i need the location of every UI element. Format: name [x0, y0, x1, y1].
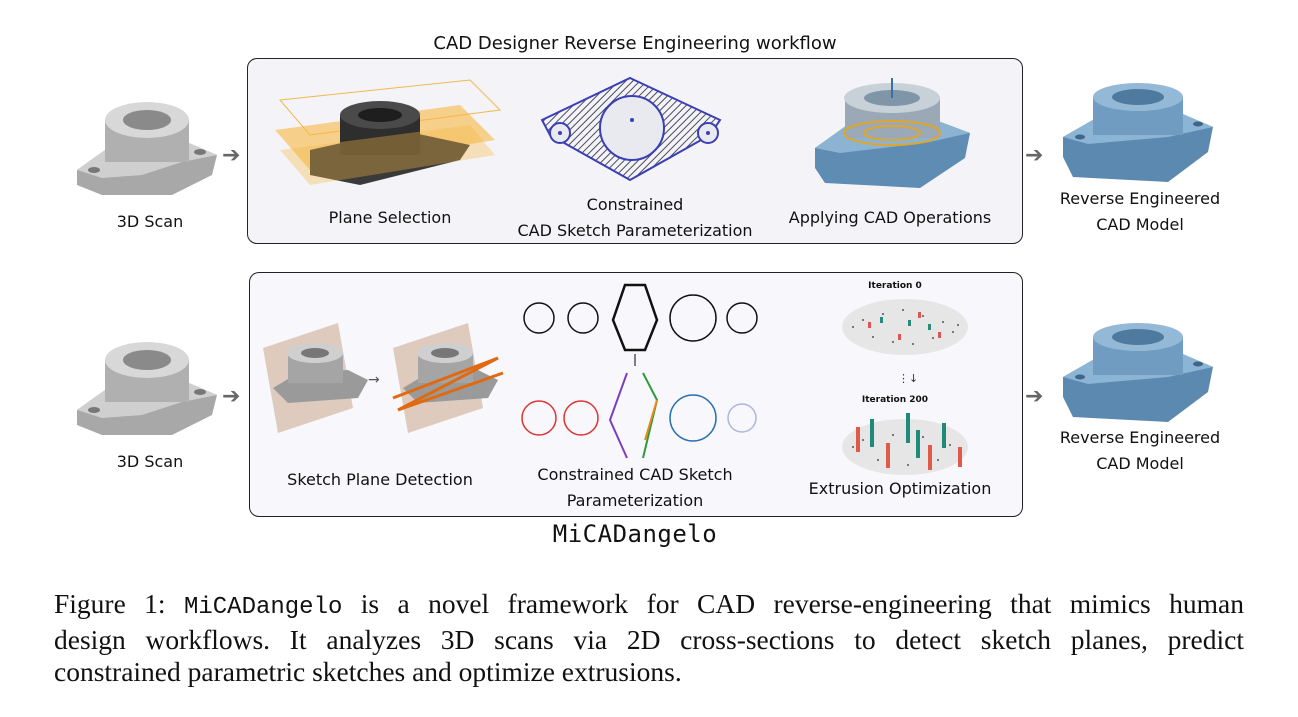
cad-model-bottom [1063, 323, 1213, 422]
figure-caption: Figure 1: MiCADangelo is a novel framewo… [54, 588, 1244, 688]
arrow-icon: ➔ [222, 384, 241, 409]
caption-line-1: Figure 1: MiCADangelo is a novel framewo… [54, 588, 1244, 621]
arrow-icon: ➔ [222, 143, 241, 168]
cad-model-top [1063, 83, 1213, 182]
step-sketch-plane-detection: Sketch Plane Detection [287, 470, 473, 489]
caption-line-2: design workflows. It analyzes 3D scans v… [54, 624, 1244, 655]
caption-method-name: MiCADangelo [183, 594, 343, 621]
method-name-label: MiCADangelo [552, 520, 718, 548]
step-parameterization: Parameterization [566, 491, 704, 510]
iteration-0-label: Iteration 0 [868, 281, 922, 291]
arrow-icon: ➔ [1025, 384, 1044, 409]
step-constrained-cad-sketch: Constrained CAD Sketch [537, 465, 733, 484]
step-sketch-parameterization: CAD Sketch Parameterization [517, 221, 753, 240]
top-panel-title: CAD Designer Reverse Engineering workflo… [433, 33, 837, 54]
point-cloud-iteration-200 [842, 413, 968, 475]
constrained-sketch-image [540, 76, 722, 182]
svg-text:→: → [368, 372, 380, 388]
dots-arrow-icon: ⋮↓ [898, 372, 919, 385]
step-extrusion-optimization: Extrusion Optimization [808, 479, 992, 498]
output-label-bottom-1: Reverse Engineered [1059, 428, 1221, 447]
sketch-parameterization-image [521, 283, 758, 459]
iteration-200-label: Iteration 200 [861, 395, 929, 405]
step-plane-selection: Plane Selection [328, 208, 452, 227]
plane-selection-image [275, 79, 502, 185]
cad-operations-image [815, 78, 970, 188]
scan-model-bottom [77, 342, 217, 435]
step-applying-cad-operations: Applying CAD Operations [788, 208, 992, 227]
scan-label-top: 3D Scan [116, 212, 184, 231]
scan-model-top [77, 102, 217, 195]
point-cloud-iteration-0 [842, 299, 968, 355]
arrow-icon: ➔ [1025, 143, 1044, 168]
output-label-bottom-2: CAD Model [1096, 454, 1184, 473]
sketch-plane-detection-image: → [263, 323, 504, 433]
output-label-top-2: CAD Model [1096, 215, 1184, 234]
step-constrained: Constrained [586, 195, 684, 214]
scan-label-bottom: 3D Scan [116, 452, 184, 471]
caption-line-3: constrained parametric sketches and opti… [54, 656, 682, 687]
output-label-top-1: Reverse Engineered [1059, 189, 1221, 208]
